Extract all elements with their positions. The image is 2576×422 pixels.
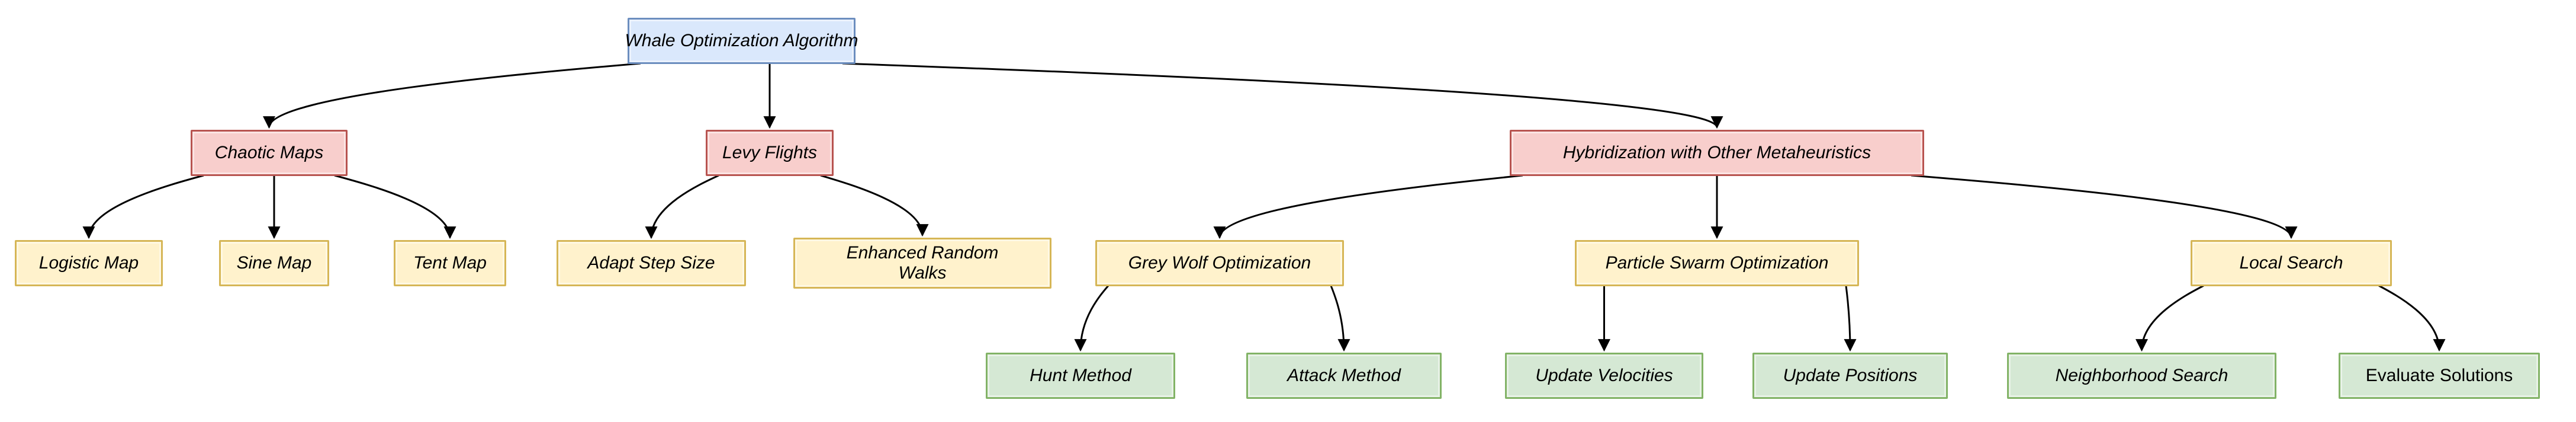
node-label: Adapt Step Size [587, 252, 715, 273]
edge-levy-adapt [645, 174, 719, 239]
edge-chaotic-tent [334, 174, 456, 239]
node-tent-map: Tent Map [394, 240, 506, 286]
node-levy-flights: Levy Flights [706, 130, 834, 176]
node-hunt-method: Hunt Method [986, 353, 1175, 399]
edge-woa-chaotic [263, 62, 641, 129]
node-enhanced-random-walks: Enhanced Random Walks [793, 238, 1051, 289]
node-label: Particle Swarm Optimization [1605, 252, 1829, 273]
node-label: Enhanced Random Walks [846, 242, 999, 283]
node-adapt-step-size: Adapt Step Size [557, 240, 746, 286]
node-label: Sine Map [236, 252, 312, 273]
node-label: Hunt Method [1030, 365, 1131, 385]
node-chaotic-maps: Chaotic Maps [191, 130, 348, 176]
node-particle-swarm-optimization: Particle Swarm Optimization [1575, 240, 1859, 286]
node-label: Logistic Map [38, 252, 139, 273]
edge-chaotic-logistic [82, 174, 204, 239]
node-label: Neighborhood Search [2055, 365, 2228, 385]
node-label: Evaluate Solutions [2365, 365, 2513, 385]
node-whale-optimization-algorithm: Whale Optimization Algorithm [625, 18, 858, 64]
node-label: Attack Method [1287, 365, 1401, 385]
node-attack-method: Attack Method [1246, 353, 1442, 399]
node-logistic-map: Logistic Map [15, 240, 163, 286]
node-label: Grey Wolf Optimization [1128, 252, 1311, 273]
edge-levy-enhanced [820, 174, 929, 237]
edge-pso-updpos [1844, 285, 1857, 352]
node-grey-wolf-optimization: Grey Wolf Optimization [1095, 240, 1344, 286]
node-sine-map: Sine Map [219, 240, 329, 286]
node-local-search: Local Search [2191, 240, 2392, 286]
node-evaluate-solutions: Evaluate Solutions [2339, 353, 2540, 399]
node-label: Levy Flights [722, 142, 818, 162]
edge-local-eval [2378, 284, 2446, 352]
edge-local-neigh [2136, 284, 2204, 352]
node-label: Tent Map [413, 252, 487, 273]
node-update-positions: Update Positions [1752, 353, 1948, 399]
node-label: Update Velocities [1535, 365, 1673, 385]
edge-greywolf-attack [1330, 285, 1350, 352]
edge-hybrid-greywolf [1213, 174, 1523, 239]
node-label: Update Positions [1783, 365, 1918, 385]
node-label: Whale Optimization Algorithm [625, 30, 858, 50]
edge-woa-hybrid [842, 62, 1723, 129]
edge-hybrid-local [1911, 174, 2298, 239]
node-neighborhood-search: Neighborhood Search [2007, 353, 2276, 399]
node-label: Hybridization with Other Metaheuristics [1562, 142, 1871, 162]
node-update-velocities: Update Velocities [1505, 353, 1703, 399]
edge-greywolf-hunt [1074, 285, 1109, 352]
node-hybridization-with-other-metaheuristics: Hybridization with Other Metaheuristics [1510, 130, 1924, 176]
node-label: Chaotic Maps [214, 142, 324, 162]
node-label: Local Search [2239, 252, 2343, 273]
